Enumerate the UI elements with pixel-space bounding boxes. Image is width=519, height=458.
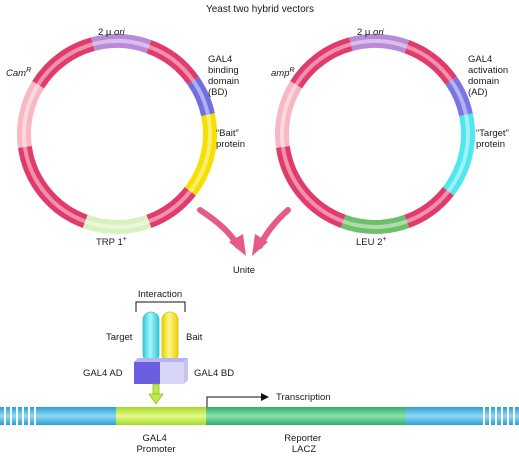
dna-break-marks-left [4, 406, 36, 426]
left-ring-segment-camr [17, 81, 45, 148]
unite-label: Unite [233, 265, 255, 276]
dna-break-stripe [483, 406, 485, 426]
right-marker-label: ampR [271, 67, 295, 79]
domain-block-side [184, 358, 188, 384]
gal4-bd-label: GAL4 BD [194, 368, 234, 379]
right-ring-segment-lower-left-highlight [280, 146, 344, 224]
right-ring-segment-ori-highlight [350, 39, 408, 49]
right-ring-segment-ampr [275, 81, 303, 148]
dna-break-stripe [4, 406, 6, 426]
left-ring-segment-camr-highlight [22, 83, 40, 148]
reporter-label: Reporter LACZ [284, 433, 324, 455]
right-unite-arrowhead [252, 234, 268, 256]
left-ring-segment-ori-highlight [92, 39, 150, 49]
dna-break-marks-right [483, 406, 515, 426]
right-target-protein-label: “Target” protein [476, 128, 511, 150]
right-ring-segment-upper-left-highlight [294, 42, 352, 86]
target-protein-pill [142, 311, 160, 363]
left-ring-segment-lower-left-highlight [22, 146, 86, 224]
right-ring-segment-lower-right-highlight [406, 190, 450, 224]
left-bd-label: GAL4 binding domain (BD) [208, 54, 242, 98]
right-ring-segment-top-right-highlight [406, 44, 453, 82]
dna-break-stripe [34, 406, 36, 426]
right-ori-label: 2 μ ori [357, 27, 384, 38]
bait-label: Bait [186, 332, 203, 343]
dna-strand [0, 406, 519, 426]
right-ring-segment-lower-left [275, 145, 346, 228]
left-ring-segment-bait-highlight [188, 114, 212, 193]
right-ring-segment-ampr-highlight [280, 83, 298, 148]
dna-break-stripe [501, 406, 503, 426]
left-ring-segment-ori [91, 34, 152, 54]
bait-protein-pill [161, 311, 179, 363]
dna-break-stripe [495, 406, 497, 426]
dna-break-stripe [489, 406, 491, 426]
left-ring-segment-trp1 [82, 214, 152, 234]
dna-break-stripe [22, 406, 24, 426]
dna-break-stripe [507, 406, 509, 426]
left-bait-protein-label: “Bait” protein [216, 128, 245, 150]
promoter-label: GAL4 Promoter [136, 433, 175, 455]
left-ring-segment-trp1-highlight [84, 219, 150, 229]
dna-break-stripe [10, 406, 12, 426]
right-ring-segment-ori [349, 34, 410, 54]
left-ring-segment-top-right-highlight [148, 44, 195, 82]
right-ring-segment-leu2-highlight [342, 219, 408, 229]
dna-break-stripe [28, 406, 30, 426]
target-label: Target [106, 332, 133, 343]
right-ad-label: GAL4 activation domain (AD) [468, 54, 511, 98]
left-ring-segment-top-right [146, 40, 199, 85]
interaction-bracket [135, 301, 186, 312]
binding-arrow-head [148, 393, 164, 405]
left-selection-label: TRP 1+ [96, 236, 127, 248]
left-ring-segment-lower-right-highlight [148, 190, 192, 224]
diagram-title: Yeast two hybrid vectors [206, 4, 314, 15]
left-ori-label: 2 μ ori [98, 27, 125, 38]
dna-reporter-segment [206, 407, 406, 425]
right-ring-segment-top-right [404, 40, 457, 85]
transcription-arrow [206, 393, 269, 407]
right-plasmid [275, 34, 475, 234]
gal4-ad-label: GAL4 AD [83, 368, 123, 379]
left-ring-segment-upper-left [32, 37, 95, 89]
left-ring-segment-bait [184, 113, 217, 196]
left-ring-segment-upper-left-highlight [36, 42, 94, 86]
dna-break-stripe [513, 406, 515, 426]
domain-block-top [134, 358, 188, 362]
left-unite-arrowhead [229, 234, 246, 256]
right-ring-segment-upper-left [290, 37, 353, 89]
left-marker-label: CamR [6, 67, 31, 79]
right-ring-segment-leu2 [340, 214, 410, 234]
left-plasmid [17, 34, 217, 234]
right-ring-segment-target [442, 113, 475, 196]
binding-arrow-shaft [152, 383, 160, 395]
right-ring-segment-ad-highlight [449, 79, 468, 116]
right-ring-segment-target-highlight [446, 114, 470, 193]
right-ring-segment-lower-right [404, 186, 454, 228]
gal4-ad-block [134, 362, 160, 384]
interaction-label: Interaction [138, 289, 182, 300]
dna-break-stripe [16, 406, 18, 426]
right-ring-segment-ad [445, 76, 473, 117]
gal4-bd-block [160, 362, 184, 384]
left-ring-segment-lower-left [17, 145, 88, 228]
left-ring-segment-bd-highlight [191, 79, 210, 116]
left-ring-segment-lower-right [146, 186, 196, 228]
left-ring-segment-bd [187, 76, 215, 117]
dna-promoter-segment [116, 407, 206, 425]
right-selection-label: LEU 2+ [356, 236, 387, 248]
transcription-label: Transcription [276, 392, 331, 403]
